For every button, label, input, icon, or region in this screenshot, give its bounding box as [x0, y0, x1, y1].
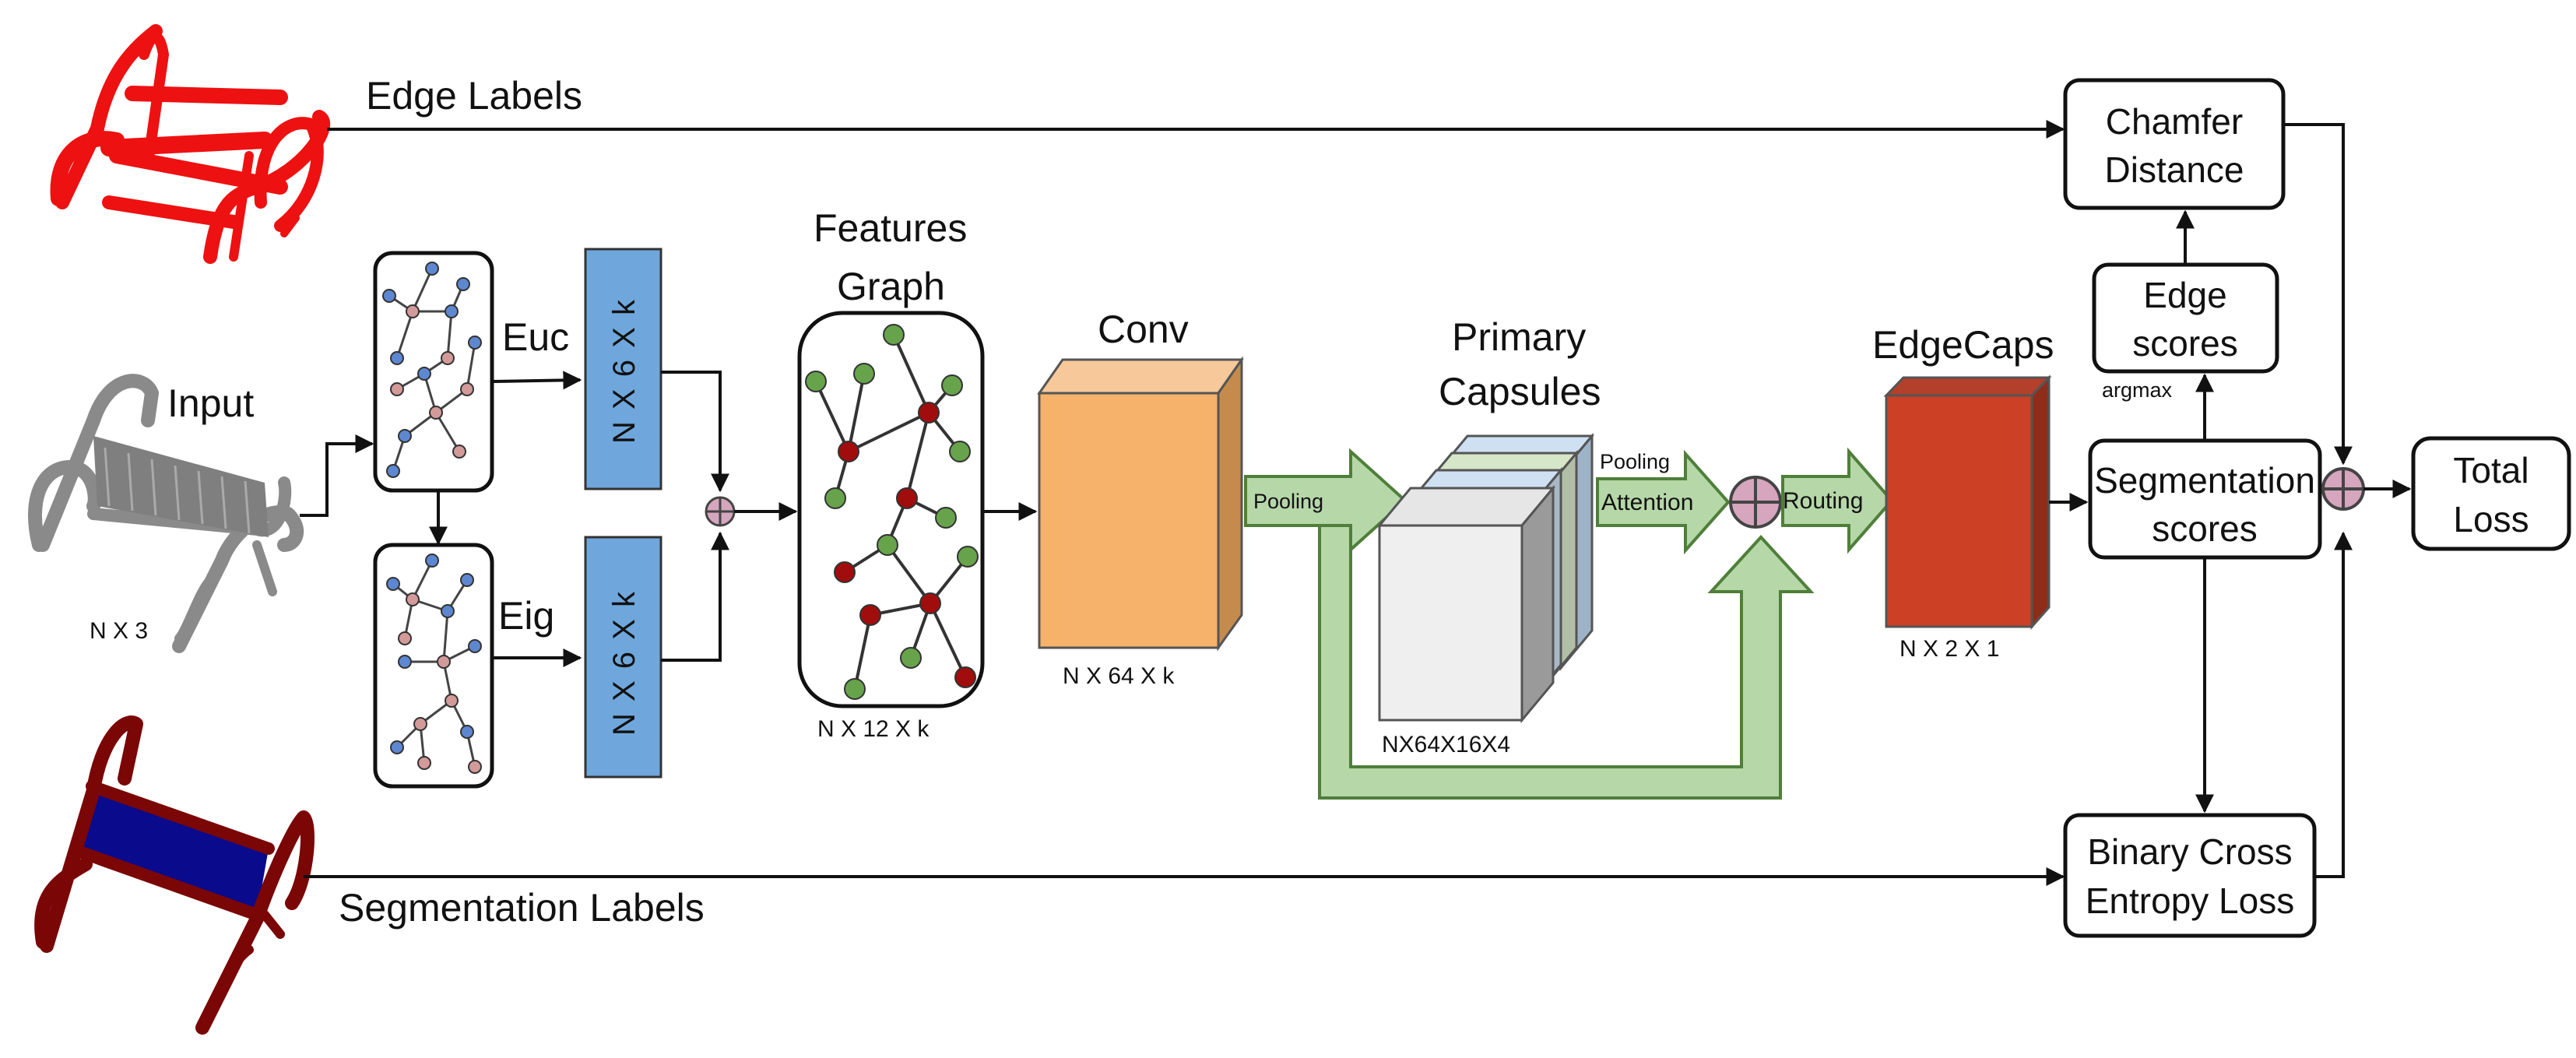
bce-to-total-arrow: [2314, 531, 2353, 878]
features-graph-title-line1: Features: [814, 206, 967, 250]
edge-scores-line1: Edge: [2143, 275, 2226, 315]
total-loss-line2: Loss: [2453, 499, 2529, 540]
conv-block: [1037, 356, 1244, 652]
features-graph-box: [797, 311, 985, 708]
routing-arrow: [1781, 447, 1894, 554]
input-dim-label: N X 3: [90, 618, 148, 644]
argmax-label: argmax: [2102, 378, 2173, 402]
eig-feature-bar: N X 6 X k: [584, 536, 662, 779]
euc-graph-box: [373, 251, 494, 493]
features-dim-label: N X 12 X k: [817, 716, 930, 742]
edge-labels-chair-image: [50, 24, 331, 264]
attention-arrow: [1596, 449, 1731, 555]
bce-line2: Entropy Loss: [2086, 880, 2294, 921]
pooling-arrow: [1244, 448, 1407, 554]
euc-bar-to-concat-arrow: [661, 371, 729, 493]
total-loss-line1: Total: [2453, 450, 2529, 490]
total-loss-box: Total Loss: [2411, 436, 2571, 551]
input-chair-image: [28, 374, 304, 653]
segmentation-scores-box: Segmentation scores: [2088, 438, 2322, 560]
concat-sum-node: [705, 496, 736, 527]
primary-capsules-stack: [1376, 432, 1595, 724]
edgecaps-title: EdgeCaps: [1872, 323, 2054, 367]
input-label: Input: [167, 381, 254, 425]
eig-bar-to-concat-arrow: [661, 531, 729, 662]
pooling-label: Pooling: [1253, 490, 1323, 513]
routing-label: Routing: [1783, 488, 1863, 514]
chamfer-line1: Chamfer: [2106, 101, 2243, 142]
euc-to-bar-arrow: [491, 371, 582, 390]
eig-dim-label: N X 6 X k: [607, 590, 641, 736]
total-sum-node: [2321, 467, 2365, 511]
chamfer-distance-box: Chamfer Distance: [2063, 78, 2286, 210]
edgecaps-dim-label: N X 2 X 1: [1899, 636, 1999, 662]
eig-graph-box: [373, 543, 494, 789]
features-graph-title-line2: Graph: [837, 265, 945, 308]
chamfer-line2: Distance: [2105, 149, 2244, 190]
input-to-euc-arrow: [300, 434, 374, 517]
seg-scores-line2: scores: [2152, 508, 2257, 549]
edge-labels-label: Edge Labels: [366, 74, 582, 118]
conv-title: Conv: [1098, 308, 1189, 351]
primary-capsules-title-line2: Capsules: [1439, 370, 1601, 413]
euc-feature-bar: N X 6 X k: [584, 248, 662, 490]
skip-connection-arrow: [1318, 501, 1815, 800]
edge-scores-box: Edge scores: [2092, 262, 2279, 374]
attention-pooling-label: Pooling: [1600, 450, 1670, 473]
segmentation-labels-chair-image: [34, 715, 315, 1035]
eig-label: Eig: [498, 594, 554, 638]
capsules-dim-label: NX64X16X4: [1382, 732, 1510, 757]
edge-scores-line2: scores: [2132, 323, 2237, 364]
conv-dim-label: N X 64 X k: [1063, 663, 1175, 689]
chamfer-to-total-arrow: [2283, 123, 2353, 466]
edgecaps-block: [1883, 374, 2052, 630]
euc-label: Euc: [502, 315, 569, 359]
segmentation-labels-label: Segmentation Labels: [339, 886, 705, 930]
routing-sum-node: [1729, 476, 1782, 529]
seg-scores-line1: Segmentation: [2094, 460, 2315, 501]
bce-line1: Binary Cross: [2087, 831, 2292, 872]
attention-label: Attention: [1601, 490, 1693, 515]
binary-cross-entropy-box: Binary Cross Entropy Loss: [2063, 813, 2317, 938]
primary-capsules-title-line1: Primary: [1452, 315, 1586, 359]
euc-dim-label: N X 6 X k: [607, 298, 641, 444]
